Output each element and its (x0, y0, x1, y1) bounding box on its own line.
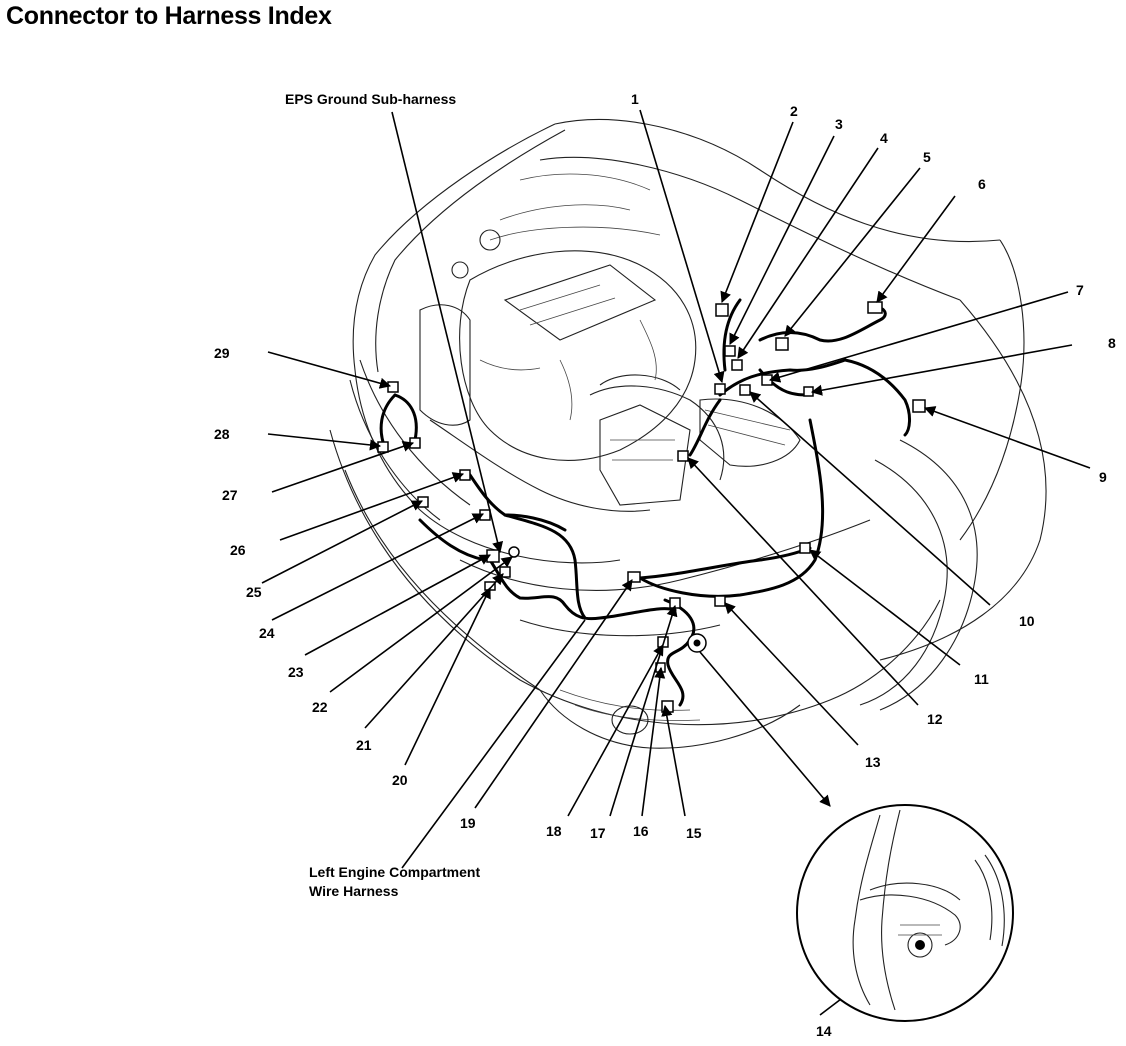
callout-29: 29 (214, 345, 230, 361)
callout-13: 13 (865, 754, 881, 770)
connector-13 (714, 595, 726, 607)
connector-5 (775, 337, 789, 351)
connector-28 (377, 441, 389, 453)
connector-10 (739, 384, 751, 396)
eps-ground-sub-harness-label: EPS Ground Sub-harness (285, 91, 456, 107)
callout-10: 10 (1019, 613, 1035, 629)
page-title: Connector to Harness Index (6, 2, 332, 30)
callout-16: 16 (633, 823, 649, 839)
callout-8: 8 (1108, 335, 1116, 351)
connector-9 (912, 399, 926, 413)
callout-2: 2 (790, 103, 798, 119)
connector-2 (715, 303, 729, 317)
callout-21: 21 (356, 737, 372, 753)
callout-23: 23 (288, 664, 304, 680)
connector-1 (714, 383, 726, 395)
callout-24: 24 (259, 625, 275, 641)
callout-5: 5 (923, 149, 931, 165)
callout-19: 19 (460, 815, 476, 831)
connector-12 (677, 450, 689, 462)
callout-18: 18 (546, 823, 562, 839)
connector-8 (803, 386, 814, 397)
vehicle-body-outline (329, 119, 1047, 749)
callout-3: 3 (835, 116, 843, 132)
callout-6: 6 (978, 176, 986, 192)
connector-19 (627, 571, 641, 583)
connector-15 (661, 700, 674, 713)
left-engine-harness-label-line2: Wire Harness (309, 883, 399, 899)
callout-15: 15 (686, 825, 702, 841)
callout-14: 14 (816, 1023, 832, 1039)
callout-4: 4 (880, 130, 888, 146)
callout-26: 26 (230, 542, 246, 558)
left-engine-harness-label-line1: Left Engine Compartment (309, 864, 480, 880)
engine-assembly (419, 173, 801, 512)
connector-11 (799, 542, 811, 554)
callout-11: 11 (974, 671, 989, 687)
callout-28: 28 (214, 426, 230, 442)
connector-3 (724, 345, 736, 357)
connector-4 (731, 359, 743, 371)
connector-22 (508, 546, 520, 558)
callout-1: 1 (631, 91, 639, 107)
callout-27: 27 (222, 487, 238, 503)
callout-17: 17 (590, 825, 606, 841)
callout-9: 9 (1099, 469, 1107, 485)
wire-harness (379, 298, 911, 707)
connector-29 (387, 381, 399, 393)
callout-20: 20 (392, 772, 408, 788)
callout-7: 7 (1076, 282, 1084, 298)
callout-numbers: 1 2 3 4 5 6 7 8 9 10 11 12 13 14 15 16 1… (214, 91, 1116, 1039)
connector-6 (867, 301, 883, 314)
callout-25: 25 (246, 584, 262, 600)
detail-inset-14 (796, 804, 1014, 1022)
callout-12: 12 (927, 711, 943, 727)
callout-22: 22 (312, 699, 328, 715)
